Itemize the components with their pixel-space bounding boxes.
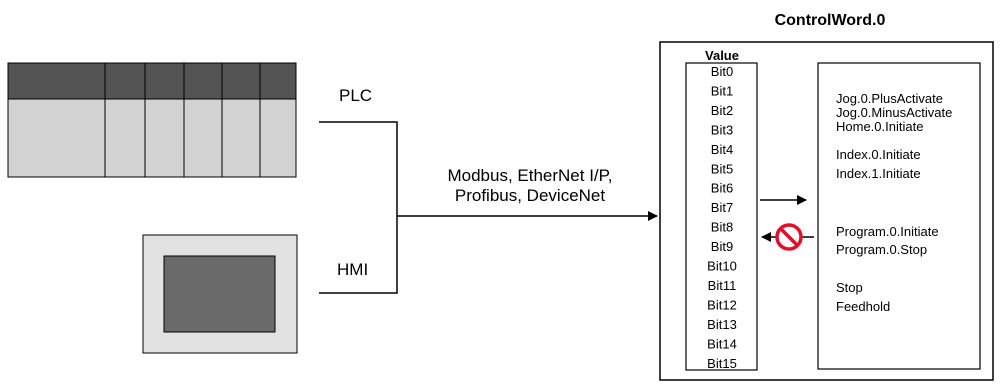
network-lines [319, 121, 658, 294]
bit-label: Bit12 [707, 297, 737, 312]
function-index0: Index.0.Initiate [836, 147, 921, 162]
function-jog-minus: Jog.0.MinusActivate [836, 105, 952, 120]
network-protocols-line1: Modbus, EtherNet I/P, [447, 166, 612, 185]
bit-label: Bit2 [711, 103, 733, 118]
bit-label: Bit4 [711, 142, 733, 157]
bit-label: Bit13 [707, 317, 737, 332]
prohibited-icon [775, 223, 803, 251]
function-home: Home.0.Initiate [836, 119, 923, 134]
hmi-icon [142, 234, 298, 354]
control-word-box [659, 41, 994, 381]
function-program-initiate: Program.0.Initiate [836, 224, 939, 239]
bit-label: Bit9 [711, 239, 733, 254]
function-jog-plus: Jog.0.PlusActivate [836, 91, 943, 106]
bit-label: Bit6 [711, 181, 733, 196]
bit-label: Bit5 [711, 161, 733, 176]
bit-label: Bit15 [707, 356, 737, 371]
bit-label: Bit0 [711, 64, 733, 79]
control-word-title: ControlWord.0 [775, 12, 886, 29]
value-header: Value [705, 48, 739, 63]
function-feedhold: Feedhold [836, 299, 890, 314]
hmi-label: HMI [337, 260, 368, 279]
bit-label: Bit14 [707, 336, 737, 351]
plc-label: PLC [339, 86, 372, 105]
bit-label: Bit3 [711, 122, 733, 137]
bit-label: Bit10 [707, 259, 737, 274]
bit-label: Bit11 [708, 278, 737, 293]
value-column [685, 62, 758, 371]
bit-label: Bit1 [711, 84, 733, 99]
bit-label: Bit7 [711, 200, 733, 215]
functions-box [817, 62, 981, 370]
plc-icon [7, 62, 297, 178]
bit-label: Bit8 [711, 220, 733, 235]
bit-list: Bit0Bit1Bit2Bit3Bit4Bit5Bit6Bit7Bit8Bit9… [707, 64, 737, 371]
function-index1: Index.1.Initiate [836, 166, 921, 181]
network-protocols-line2: Profibus, DeviceNet [455, 186, 606, 205]
function-stop: Stop [836, 280, 863, 295]
function-program-stop: Program.0.Stop [836, 242, 927, 257]
